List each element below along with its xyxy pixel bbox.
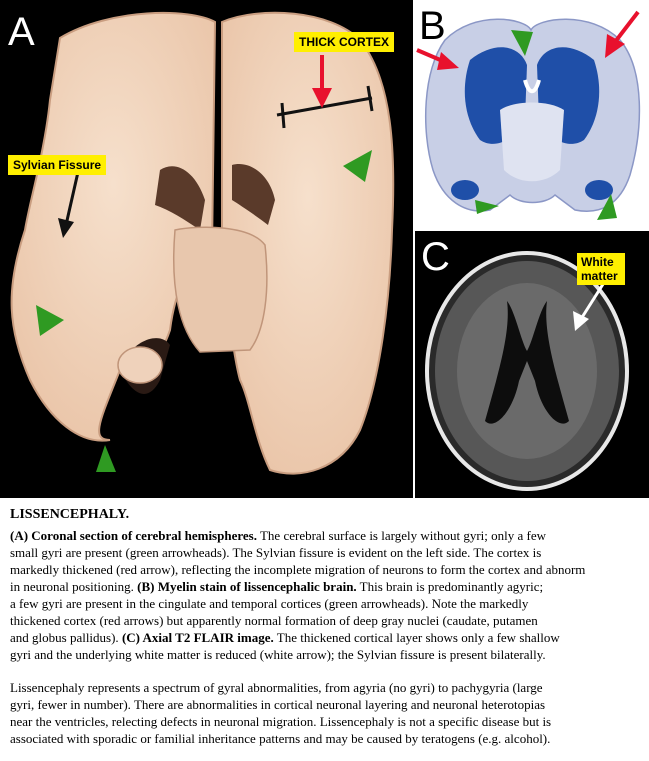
figure-caption: LISSENCEPHALY. (A) Coronal section of ce… <box>10 506 649 747</box>
ventricle-right <box>232 164 275 225</box>
green-arrowhead-3 <box>96 445 116 472</box>
caption-line: small gyri are present (green arrowheads… <box>10 545 542 560</box>
green-arrowhead-1 <box>343 150 372 182</box>
thick-cortex-label: THICK CORTEX <box>294 32 394 52</box>
caption-line: markedly thickened (red arrow), reflecti… <box>10 562 586 577</box>
caption-para2-line: Lissencephaly represents a spectrum of g… <box>10 680 543 695</box>
deep-nuclei <box>172 226 268 353</box>
axial-mri-illustration <box>425 251 629 491</box>
caption-line: in neuronal positioning. (B) Myelin stai… <box>10 579 544 594</box>
caption-line: gyri and the underlying white matter is … <box>10 647 546 662</box>
green-arrowhead-2 <box>36 305 64 336</box>
ventricle-left <box>155 166 205 230</box>
white-matter-label: White matter <box>577 253 625 285</box>
sylvian-fissure-label: Sylvian Fissure <box>8 155 107 175</box>
panel-a-coronal-section: A THICK CORTEX Sylvian Fissure <box>0 0 413 498</box>
panel-c-axial-mri: C White matter <box>415 231 649 498</box>
caption-para2-line: associated with sporadic or familial inh… <box>10 731 551 746</box>
caption-line: a few gyri are present in the cingulate … <box>10 596 529 611</box>
myelin-stain-illustration <box>416 10 641 220</box>
coronal-section-illustration <box>10 11 395 475</box>
sylvian-arrow <box>64 171 80 226</box>
panel-letter-a: A <box>8 10 35 54</box>
caption-line: and globus pallidus). (C) Axial T2 FLAIR… <box>10 630 560 645</box>
panel-b-myelin-stain: B <box>415 0 649 229</box>
caption-line: (A) Coronal section of cerebral hemisphe… <box>10 528 546 543</box>
caption-para2-line: near the ventricles, relecting defects i… <box>10 714 552 729</box>
left-hemisphere <box>10 11 217 442</box>
caption-para2-line: gyri, fewer in number). There are abnorm… <box>10 697 546 712</box>
caption-line: thickened cortex (red arrows) but appare… <box>10 613 538 628</box>
panel-letter-c: C <box>421 235 450 279</box>
mri-ventricles <box>485 301 569 424</box>
temporal-gyri <box>117 346 163 384</box>
caption-title: LISSENCEPHALY. <box>10 507 130 522</box>
panel-letter-b: B <box>419 4 446 48</box>
